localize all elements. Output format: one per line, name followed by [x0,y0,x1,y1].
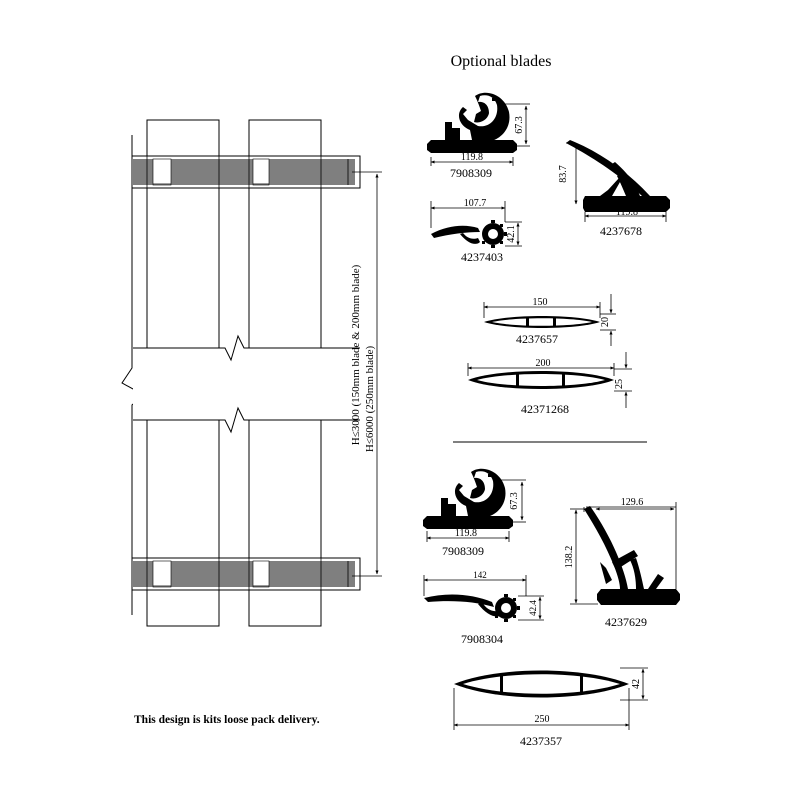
profile-7908309-top [427,92,530,166]
dim-width-4237657: 150 [533,297,548,308]
dim-height-4237678: 83.7 [558,165,569,183]
code-4237629: 4237629 [605,615,647,629]
dim-width-4237629: 129.6 [621,497,644,508]
frame-elevation: H≤3000 (150mm blade & 200mm blade) H≤600… [121,119,382,627]
dim-height-4237357: 42 [631,679,642,689]
dim-height-7908309-bottom: 67.3 [509,492,520,510]
dim-width-7908309-bottom: 119.8 [455,528,477,539]
code-7908309-bottom: 7908309 [442,544,484,558]
dim-height-7908304: 42.4 [528,600,538,616]
profile-4237629 [570,502,680,605]
height-dimension [352,171,382,577]
stile-left-bottom [146,419,220,627]
profile-7908309-bottom [423,468,526,542]
code-7908309-top: 7908309 [450,166,492,180]
code-7908304: 7908304 [461,632,503,646]
profile-4237357 [453,667,648,730]
dim-width-4237678: 119.8 [616,207,638,218]
dim-height-7908309-top: 67.3 [514,116,525,134]
dim-height-4237657: 20 [600,317,611,327]
dim-width-7908304: 142 [473,570,487,580]
code-42371268: 42371268 [521,402,569,416]
height-note-1: H≤3000 (150mm blade & 200mm blade) [350,264,362,445]
dim-width-42371268: 200 [536,358,551,369]
stile-left-top [146,119,220,349]
dim-width-4237357: 250 [535,714,550,725]
bottom-rail [131,557,361,591]
break-line-top [133,334,360,362]
dim-height-42371268: 25 [614,379,625,389]
profile-4237403 [430,201,522,248]
profile-4237657 [483,294,616,346]
stile-right-bottom [248,419,322,627]
profile-4237678 [566,140,670,222]
code-4237403: 4237403 [461,250,503,264]
code-4237357: 4237357 [520,734,562,748]
profile-42371268 [467,352,632,408]
dim-height-4237403: 42.1 [506,225,517,243]
section-title: Optional blades [451,53,552,70]
stile-right-top [248,119,322,349]
profile-7908304 [423,575,544,622]
dim-height-4237629: 138.2 [564,546,575,569]
footer-note: This design is kits loose pack delivery. [134,714,320,726]
code-4237657: 4237657 [516,332,558,346]
dim-width-7908309-top: 119.8 [461,152,483,163]
break-line-bottom [133,406,360,434]
height-note-2: H≤6000 (250mm blade) [364,346,376,453]
code-4237678: 4237678 [600,224,642,238]
break-band [133,349,361,419]
top-rail [131,155,361,189]
dim-width-4237403: 107.7 [464,198,487,209]
